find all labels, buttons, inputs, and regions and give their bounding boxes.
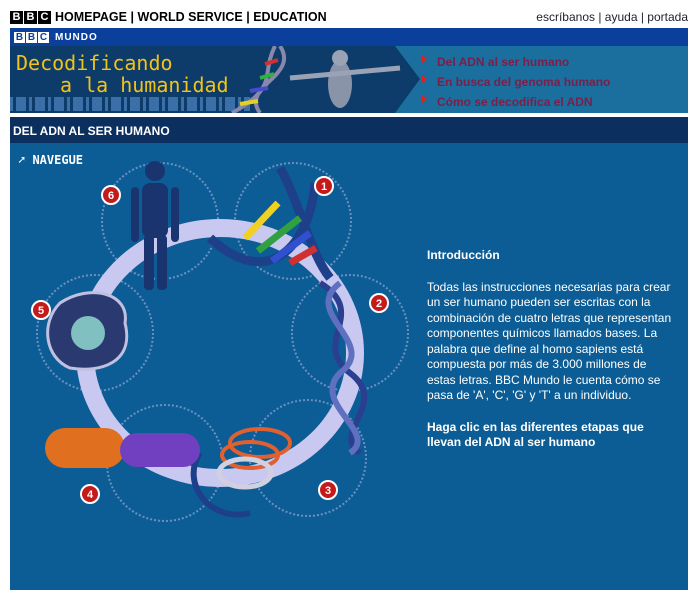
banner-link-adn[interactable]: Del ADN al ser humano [422,52,610,72]
stage-badge-2[interactable]: 2 [369,293,389,313]
stage-6-human[interactable] [131,161,179,290]
link-ayuda[interactable]: ayuda [604,10,638,24]
stage-badges: 1 2 3 4 5 6 [31,176,389,504]
banner-nav: Del ADN al ser humano En busca del genom… [422,52,610,112]
badge-circle [101,185,121,205]
link-escribanos[interactable]: escríbanos [536,10,595,24]
banner-link-decodifica[interactable]: Cómo se decodifica el ADN [422,92,610,112]
stage-badge-1[interactable]: 1 [314,176,334,196]
badge-circle [369,293,389,313]
main-panel: ➚ NAVEGUE 1 2 3 4 5 6 Introducción Todas las … [10,143,688,590]
stage-badge-5[interactable]: 5 [31,300,51,320]
stage-4-chromosome[interactable] [45,428,200,468]
banner-link-genoma[interactable]: En busca del genoma humano [422,72,610,92]
stage-badge-6[interactable]: 6 [101,185,121,205]
intro-cta: Haga clic en las diferentes etapas que l… [427,419,644,450]
badge-number: 2 [376,298,382,310]
utility-links: escríbanos | ayuda | portada [536,10,688,24]
stage-2-double-helix[interactable] [318,280,368,456]
title-line: Decodificando [16,51,173,75]
intro-title: Introducción [427,248,500,262]
barcode-decoration [10,97,250,111]
stage-5-cell[interactable] [46,291,129,371]
stages-illustration [36,161,409,522]
badge-circle [318,480,338,500]
stage-badge-4[interactable]: 4 [80,484,100,504]
navegue-label: ➚ NAVEGUE [18,153,84,167]
dna-vitruvian-illustration [231,46,401,113]
stage-badge-3[interactable]: 3 [318,480,338,500]
logo-letter: B [26,31,37,43]
badge-number: 3 [325,485,331,497]
logo-letter: B [10,10,23,24]
section-title: DEL ADN AL SER HUMANO [10,117,688,143]
global-nav-links[interactable]: HOMEPAGE | WORLD SERVICE | EDUCATION [55,10,327,24]
badge-circle [31,300,51,320]
badge-circle [80,484,100,504]
logo-letter: C [38,31,49,43]
intro-panel: Introducción Todas las instrucciones nec… [427,248,677,467]
badge-number: 5 [38,305,44,317]
mundo-label: MUNDO [55,31,98,43]
stage-1-dna-ladder[interactable] [206,165,334,281]
navegue-text: NAVEGUE [32,153,84,167]
link-portada[interactable]: portada [647,10,688,24]
logo-letter: C [38,10,51,24]
intro-text: Todas las instrucciones necesarias para … [427,279,672,403]
logo-letter: B [14,31,25,43]
logo-letter: B [24,10,37,24]
badge-number: 4 [87,489,94,501]
stage-3-chromatin-coil[interactable] [190,427,292,518]
badge-circle [314,176,334,196]
badge-number: 6 [108,190,114,202]
badge-number: 1 [321,181,327,193]
title-line: a la humanidad [60,73,229,97]
